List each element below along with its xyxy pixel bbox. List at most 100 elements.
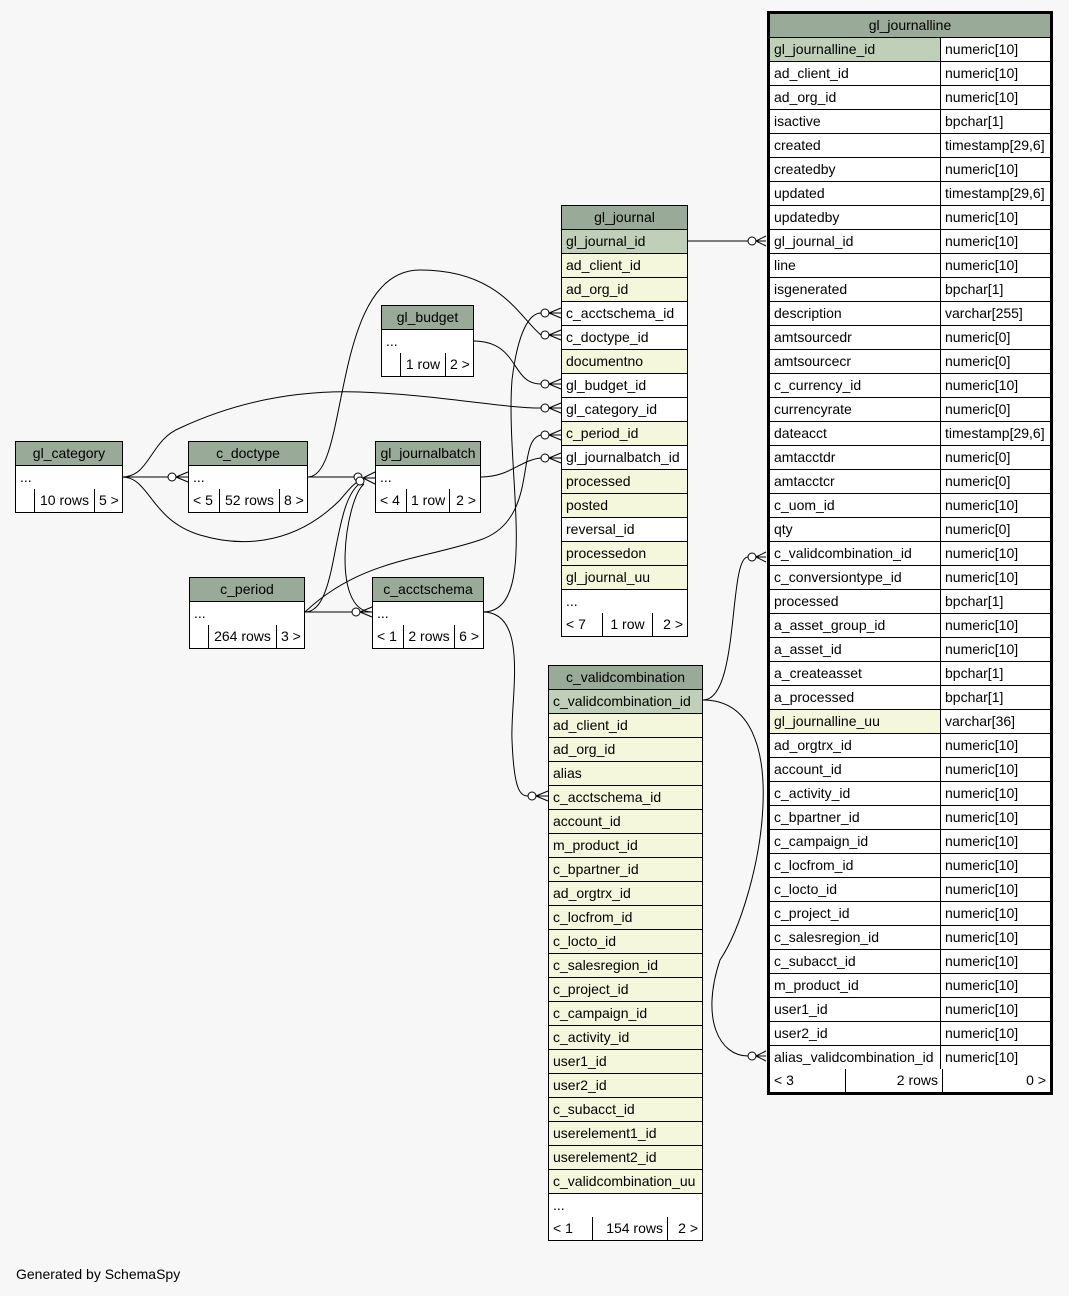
column-row[interactable]: userelement1_id: [549, 1122, 702, 1146]
column-name[interactable]: ...: [549, 1194, 702, 1217]
column-row[interactable]: alias: [549, 762, 702, 786]
parents-count[interactable]: [16, 489, 34, 512]
column-name[interactable]: c_conversiontype_id: [770, 566, 940, 589]
column-name[interactable]: alias_validcombination_id: [770, 1046, 940, 1069]
column-row[interactable]: processed: [562, 470, 687, 494]
table-title[interactable]: c_acctschema: [373, 578, 483, 602]
column-name[interactable]: ...: [190, 602, 304, 625]
column-row[interactable]: ...: [562, 590, 687, 613]
column-name[interactable]: gl_journal_id: [770, 230, 940, 253]
column-row[interactable]: posted: [562, 494, 687, 518]
table-title[interactable]: gl_budget: [382, 306, 473, 330]
table-gl-budget[interactable]: gl_budget ... 1 row 2 >: [381, 305, 474, 377]
column-name[interactable]: c_salesregion_id: [549, 954, 702, 977]
column-name[interactable]: c_project_id: [549, 978, 702, 1001]
parents-count[interactable]: < 1: [377, 628, 397, 644]
column-name[interactable]: c_campaign_id: [549, 1002, 702, 1025]
column-name[interactable]: m_product_id: [549, 834, 702, 857]
column-name[interactable]: ad_orgtrx_id: [770, 734, 940, 757]
children-count[interactable]: 8 >: [279, 489, 307, 512]
column-name[interactable]: c_activity_id: [770, 782, 940, 805]
column-name[interactable]: account_id: [770, 758, 940, 781]
column-name[interactable]: amtacctdr: [770, 446, 940, 469]
column-row[interactable]: m_product_id: [549, 834, 702, 858]
column-row[interactable]: c_locto_id: [549, 930, 702, 954]
children-count[interactable]: 2 >: [652, 613, 687, 636]
column-name[interactable]: c_subacct_id: [549, 1098, 702, 1121]
column-name[interactable]: currencyrate: [770, 398, 940, 421]
column-row[interactable]: c_acctschema_id: [562, 302, 687, 326]
column-name[interactable]: ...: [16, 466, 122, 489]
column-name[interactable]: c_validcombination_uu: [549, 1170, 702, 1193]
column-name[interactable]: line: [770, 254, 940, 277]
column-name[interactable]: c_locfrom_id: [549, 906, 702, 929]
column-row[interactable]: c_period_id: [562, 422, 687, 446]
column-row[interactable]: c_validcombination_id: [549, 690, 702, 714]
column-name[interactable]: c_subacct_id: [770, 950, 940, 973]
column-row[interactable]: c_bpartner_id: [549, 858, 702, 882]
column-name[interactable]: ...: [373, 602, 483, 625]
column-name[interactable]: c_bpartner_id: [549, 858, 702, 881]
column-name[interactable]: c_project_id: [770, 902, 940, 925]
table-title[interactable]: c_validcombination: [549, 666, 702, 690]
column-row[interactable]: ad_orgtrx_id: [549, 882, 702, 906]
column-name[interactable]: dateacct: [770, 422, 940, 445]
column-name[interactable]: c_period_id: [562, 422, 687, 445]
column-name[interactable]: a_asset_group_id: [770, 614, 940, 637]
parents-count[interactable]: < 5: [193, 492, 213, 508]
table-title[interactable]: gl_journalbatch: [376, 442, 480, 466]
column-name[interactable]: ...: [382, 330, 473, 353]
column-row[interactable]: ...: [16, 466, 122, 489]
column-name[interactable]: amtacctcr: [770, 470, 940, 493]
table-c-period[interactable]: c_period ... 264 rows 3 >: [189, 577, 305, 649]
column-name[interactable]: ad_org_id: [770, 86, 940, 109]
column-name[interactable]: ad_orgtrx_id: [549, 882, 702, 905]
column-name[interactable]: a_processed: [770, 686, 940, 709]
column-row[interactable]: processedon: [562, 542, 687, 566]
column-row[interactable]: user1_id: [549, 1050, 702, 1074]
table-title[interactable]: gl_journalline: [770, 14, 1050, 38]
column-name[interactable]: c_bpartner_id: [770, 806, 940, 829]
table-title[interactable]: gl_category: [16, 442, 122, 466]
column-row[interactable]: ad_client_id: [549, 714, 702, 738]
column-name[interactable]: gl_category_id: [562, 398, 687, 421]
parents-count[interactable]: [382, 353, 400, 376]
column-name[interactable]: ad_org_id: [562, 278, 687, 301]
column-row[interactable]: gl_journal_id: [562, 230, 687, 254]
column-name[interactable]: ad_org_id: [549, 738, 702, 761]
column-row[interactable]: gl_journalbatch_id: [562, 446, 687, 470]
column-name[interactable]: processedon: [562, 542, 687, 565]
column-name[interactable]: gl_journal_uu: [562, 566, 687, 589]
table-c-validcombination[interactable]: c_validcombination c_validcombination_id…: [548, 665, 703, 1241]
table-title[interactable]: c_period: [190, 578, 304, 602]
table-c-doctype[interactable]: c_doctype ... < 5 52 rows 8 >: [188, 441, 308, 513]
column-name[interactable]: user1_id: [770, 998, 940, 1021]
column-row[interactable]: ...: [549, 1194, 702, 1217]
column-row[interactable]: ...: [382, 330, 473, 353]
column-name[interactable]: user1_id: [549, 1050, 702, 1073]
column-name[interactable]: ad_client_id: [770, 62, 940, 85]
column-row[interactable]: gl_category_id: [562, 398, 687, 422]
children-count[interactable]: 0 >: [942, 1069, 1050, 1092]
column-name[interactable]: a_asset_id: [770, 638, 940, 661]
column-row[interactable]: ad_org_id: [562, 278, 687, 302]
column-name[interactable]: created: [770, 134, 940, 157]
